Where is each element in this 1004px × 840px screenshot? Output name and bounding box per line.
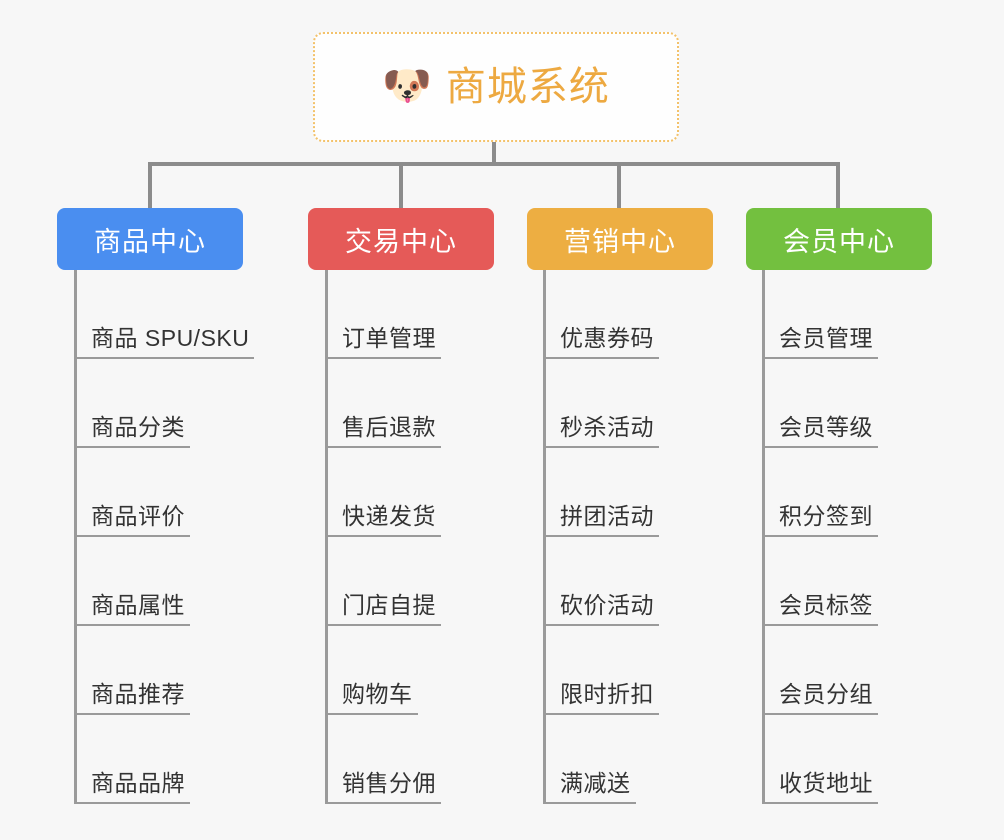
leaf-item-label: 会员管理 — [779, 325, 873, 351]
connector-drop-2 — [399, 162, 403, 210]
leaf-underline — [325, 802, 441, 804]
leaf-item[interactable]: 商品推荐 — [74, 626, 304, 715]
leaf-item[interactable]: 商品 SPU/SKU — [74, 270, 304, 359]
dog-face-icon: 🐶 — [382, 64, 432, 108]
leaf-underline — [74, 357, 254, 359]
leaf-underline — [74, 446, 190, 448]
branch-node-marketing[interactable]: 营销中心 — [527, 208, 713, 270]
leaf-item-label: 购物车 — [342, 681, 413, 707]
leaf-item[interactable]: 门店自提 — [325, 537, 555, 626]
leaf-item[interactable]: 销售分佣 — [325, 715, 555, 804]
leaf-underline — [543, 357, 659, 359]
leaf-item-label: 商品评价 — [91, 503, 185, 529]
leaf-item-label: 会员等级 — [779, 414, 873, 440]
branch-node-label: 商品中心 — [94, 226, 206, 257]
leaf-item[interactable]: 会员分组 — [762, 626, 992, 715]
leaf-underline — [74, 713, 190, 715]
leaf-item-label: 商品品牌 — [91, 770, 185, 796]
leaf-underline — [325, 357, 441, 359]
leaf-underline — [325, 535, 441, 537]
leaf-item-label: 快递发货 — [342, 503, 436, 529]
leaf-column-marketing: 优惠券码 秒杀活动 拼团活动 砍价活动 限时折扣 满减送 — [543, 270, 773, 804]
leaf-item-label: 收货地址 — [779, 770, 873, 796]
root-title: 商城系统 — [445, 65, 610, 109]
leaf-item[interactable]: 优惠券码 — [543, 270, 773, 359]
leaf-item[interactable]: 订单管理 — [325, 270, 555, 359]
leaf-underline — [762, 624, 878, 626]
branch-node-label: 交易中心 — [345, 226, 457, 257]
connector-root-stem — [492, 142, 496, 164]
leaf-underline — [762, 802, 878, 804]
connector-horizontal-bus — [148, 162, 840, 166]
leaf-item[interactable]: 拼团活动 — [543, 448, 773, 537]
leaf-item[interactable]: 商品评价 — [74, 448, 304, 537]
leaf-item-label: 优惠券码 — [560, 325, 654, 351]
leaf-underline — [762, 535, 878, 537]
leaf-item-label: 会员标签 — [779, 592, 873, 618]
leaf-item-label: 商品 SPU/SKU — [91, 325, 250, 351]
leaf-item-label: 拼团活动 — [560, 503, 654, 529]
leaf-underline — [325, 713, 418, 715]
leaf-item[interactable]: 秒杀活动 — [543, 359, 773, 448]
leaf-underline — [543, 446, 659, 448]
leaf-item-label: 砍价活动 — [560, 592, 654, 618]
connector-drop-1 — [148, 162, 152, 210]
leaf-item-label: 商品分类 — [91, 414, 185, 440]
leaf-column-product: 商品 SPU/SKU 商品分类 商品评价 商品属性 商品推荐 商品品牌 — [74, 270, 304, 804]
leaf-underline — [762, 713, 878, 715]
leaf-item[interactable]: 收货地址 — [762, 715, 992, 804]
leaf-underline — [543, 624, 659, 626]
leaf-item[interactable]: 商品分类 — [74, 359, 304, 448]
leaf-underline — [325, 624, 441, 626]
leaf-item-label: 商品属性 — [91, 592, 185, 618]
leaf-underline — [325, 446, 441, 448]
leaf-item[interactable]: 满减送 — [543, 715, 773, 804]
leaf-item[interactable]: 会员标签 — [762, 537, 992, 626]
leaf-item[interactable]: 售后退款 — [325, 359, 555, 448]
root-node[interactable]: 🐶 商城系统 — [313, 32, 679, 142]
leaf-item-label: 积分签到 — [779, 503, 873, 529]
leaf-column-trade: 订单管理 售后退款 快递发货 门店自提 购物车 销售分佣 — [325, 270, 555, 804]
connector-drop-4 — [836, 162, 840, 210]
leaf-item-label: 会员分组 — [779, 681, 873, 707]
leaf-item[interactable]: 快递发货 — [325, 448, 555, 537]
branch-node-label: 营销中心 — [564, 226, 676, 257]
branch-node-trade[interactable]: 交易中心 — [308, 208, 494, 270]
leaf-item-label: 满减送 — [560, 770, 631, 796]
leaf-item-label: 商品推荐 — [91, 681, 185, 707]
leaf-underline — [762, 357, 878, 359]
leaf-underline — [74, 624, 190, 626]
branch-node-label: 会员中心 — [783, 226, 895, 257]
leaf-underline — [543, 535, 659, 537]
leaf-underline — [543, 802, 636, 804]
leaf-item[interactable]: 商品属性 — [74, 537, 304, 626]
leaf-underline — [74, 802, 190, 804]
leaf-item-label: 门店自提 — [342, 592, 436, 618]
connector-drop-3 — [617, 162, 621, 210]
leaf-item[interactable]: 砍价活动 — [543, 537, 773, 626]
leaf-item[interactable]: 购物车 — [325, 626, 555, 715]
leaf-item-label: 售后退款 — [342, 414, 436, 440]
branch-node-product[interactable]: 商品中心 — [57, 208, 243, 270]
leaf-item[interactable]: 会员等级 — [762, 359, 992, 448]
leaf-item[interactable]: 积分签到 — [762, 448, 992, 537]
leaf-item-label: 限时折扣 — [560, 681, 654, 707]
branch-node-member[interactable]: 会员中心 — [746, 208, 932, 270]
leaf-underline — [762, 446, 878, 448]
leaf-item-label: 订单管理 — [342, 325, 436, 351]
leaf-column-member: 会员管理 会员等级 积分签到 会员标签 会员分组 收货地址 — [762, 270, 992, 804]
leaf-underline — [74, 535, 190, 537]
leaf-item[interactable]: 限时折扣 — [543, 626, 773, 715]
leaf-item-label: 秒杀活动 — [560, 414, 654, 440]
leaf-item[interactable]: 商品品牌 — [74, 715, 304, 804]
leaf-item[interactable]: 会员管理 — [762, 270, 992, 359]
leaf-item-label: 销售分佣 — [342, 770, 436, 796]
leaf-underline — [543, 713, 659, 715]
